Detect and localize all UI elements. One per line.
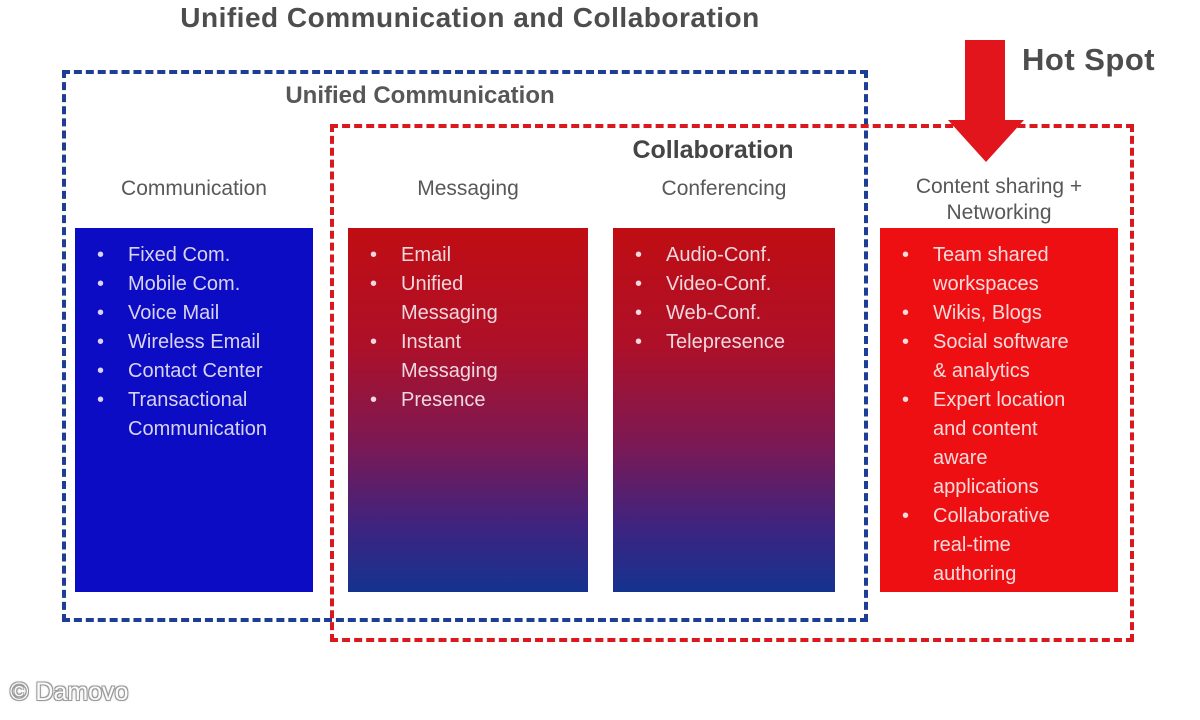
column-header-messaging: Messaging (417, 177, 519, 200)
bullet-icon: • (97, 389, 105, 411)
bullet-icon: • (635, 273, 643, 295)
list-item: •Expert location and content aware appli… (902, 386, 1114, 502)
bullet-icon: • (97, 331, 105, 353)
bullet-icon: • (370, 389, 378, 411)
unified-communication-group-label: Unified Communication (285, 82, 555, 109)
bullet-icon: • (97, 360, 105, 382)
collaboration-group-label: Collaboration (632, 136, 794, 164)
list-item: •Instant Messaging (370, 328, 584, 386)
bullet-icon: • (635, 244, 643, 266)
bullet-icon: • (370, 273, 378, 295)
bullet-icon: • (97, 244, 105, 266)
list-item: •Telepresence (635, 328, 831, 357)
bullet-icon: • (902, 244, 910, 266)
bullet-icon: • (902, 505, 910, 527)
list-item: •Social software & analytics (902, 328, 1114, 386)
bullet-icon: • (97, 302, 105, 324)
list-item: •Presence (370, 386, 584, 415)
list-item: •Email (370, 241, 584, 270)
bullet-icon: • (902, 331, 910, 353)
diagram-title: Unified Communication and Collaboration (180, 2, 760, 33)
list-item: •Wireless Email (97, 328, 309, 357)
list-item: •Fixed Com. (97, 241, 309, 270)
list-item: •Audio-Conf. (635, 241, 831, 270)
list-item: •Contact Center (97, 357, 309, 386)
hot-spot-label: Hot Spot (1022, 42, 1156, 77)
bullet-icon: • (635, 331, 643, 353)
list-item: •Mobile Com. (97, 270, 309, 299)
messaging-list: •Email •Unified Messaging •Instant Messa… (348, 228, 588, 415)
list-item: •Web-Conf. (635, 299, 831, 328)
collaboration-group-box (330, 124, 1134, 642)
list-item: •Wikis, Blogs (902, 299, 1114, 328)
list-item: •Video-Conf. (635, 270, 831, 299)
content-sharing-list: •Team shared workspaces •Wikis, Blogs •S… (880, 228, 1118, 589)
hot-spot-down-arrow-icon (948, 40, 1024, 162)
column-header-communication: Communication (121, 177, 267, 200)
panel-content-sharing: •Team shared workspaces •Wikis, Blogs •S… (880, 228, 1118, 592)
bullet-icon: • (635, 302, 643, 324)
column-header-content-sharing: Content sharing + Networking (915, 175, 1083, 224)
panel-communication: •Fixed Com. •Mobile Com. •Voice Mail •Wi… (75, 228, 313, 592)
bullet-icon: • (97, 273, 105, 295)
conferencing-list: •Audio-Conf. •Video-Conf. •Web-Conf. •Te… (613, 228, 835, 357)
unified-communication-group-box (62, 70, 868, 622)
list-item: •Collaborative real-time authoring (902, 502, 1114, 589)
panel-messaging: •Email •Unified Messaging •Instant Messa… (348, 228, 588, 592)
damovo-watermark: © Damovo (10, 678, 129, 706)
list-item: •Voice Mail (97, 299, 309, 328)
bullet-icon: • (370, 244, 378, 266)
panel-conferencing: •Audio-Conf. •Video-Conf. •Web-Conf. •Te… (613, 228, 835, 592)
list-item: •Transactional Communication (97, 386, 309, 444)
column-header-conferencing: Conferencing (661, 177, 787, 200)
bullet-icon: • (902, 389, 910, 411)
communication-list: •Fixed Com. •Mobile Com. •Voice Mail •Wi… (75, 228, 313, 444)
bullet-icon: • (370, 331, 378, 353)
list-item: •Unified Messaging (370, 270, 584, 328)
list-item: •Team shared workspaces (902, 241, 1114, 299)
down-arrow-icon (948, 40, 1024, 162)
bullet-icon: • (902, 302, 910, 324)
